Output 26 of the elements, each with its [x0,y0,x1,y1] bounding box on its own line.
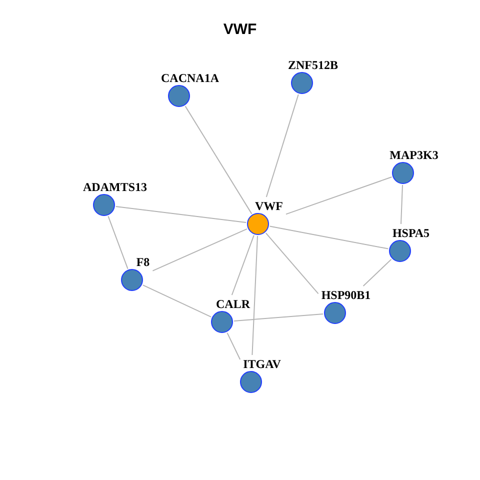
node-label: HSP90B1 [320,288,372,302]
connector-line [142,284,212,318]
connector-line [115,206,247,223]
connector-line [234,314,324,322]
node-label: ITGAV [242,357,282,371]
connector-line [184,106,252,214]
node-label: MAP3K3 [388,148,440,162]
node-label: CACNA1A [160,71,220,85]
connector-line [266,94,299,198]
node-label: ADAMTS13 [82,180,148,194]
node-label: F8 [135,255,151,269]
connector-line [231,234,254,296]
connector-line [226,332,241,360]
node-label: ZNF512B [287,58,339,72]
chart-title: VWF [223,21,257,39]
connector-line [286,176,392,215]
node-label: HSPA5 [391,226,431,240]
connector-line [152,228,248,272]
connector-line [362,258,392,286]
connector-line [108,216,128,270]
node-label: CALR [215,297,251,311]
connector-line [265,232,319,294]
connector-line [400,184,403,224]
connector-line [252,236,258,356]
connector-line [269,226,389,250]
node-label: VWF [254,199,284,213]
